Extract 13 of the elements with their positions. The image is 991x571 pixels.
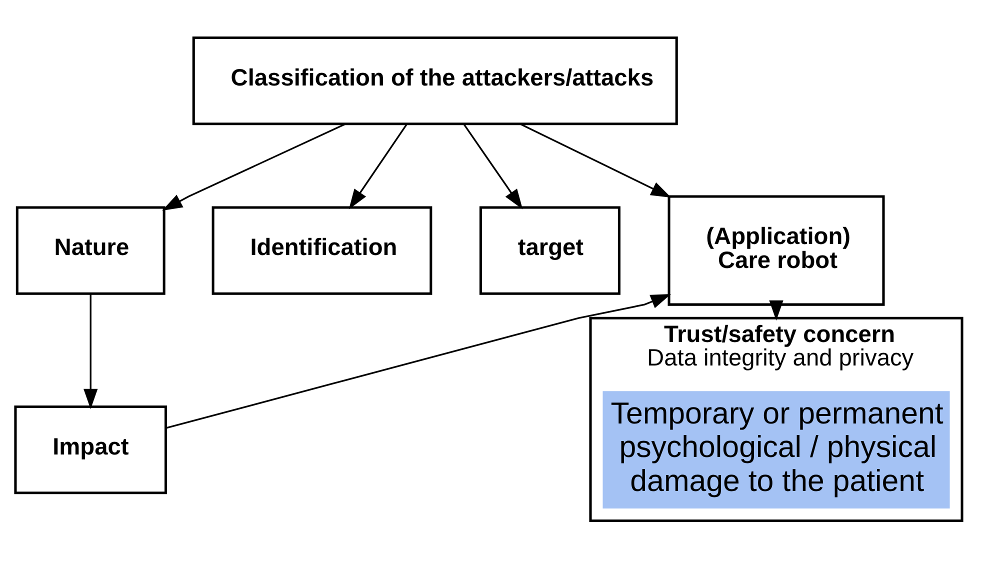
node-box: target [479, 206, 620, 294]
node-box: Classification of the attackers/attacks [192, 36, 678, 125]
node-box: Impact [14, 404, 168, 494]
arrow [348, 123, 408, 209]
arrow [84, 293, 98, 409]
arrow [520, 122, 672, 198]
node-box: Identification [212, 206, 432, 294]
arrow [166, 294, 672, 428]
node-box: Nature [16, 206, 166, 294]
arrow [769, 300, 784, 320]
arrow [463, 123, 523, 209]
node-box: Temporary or permanent psychological / physical damage to the patient [602, 390, 950, 508]
arrow [162, 122, 346, 210]
